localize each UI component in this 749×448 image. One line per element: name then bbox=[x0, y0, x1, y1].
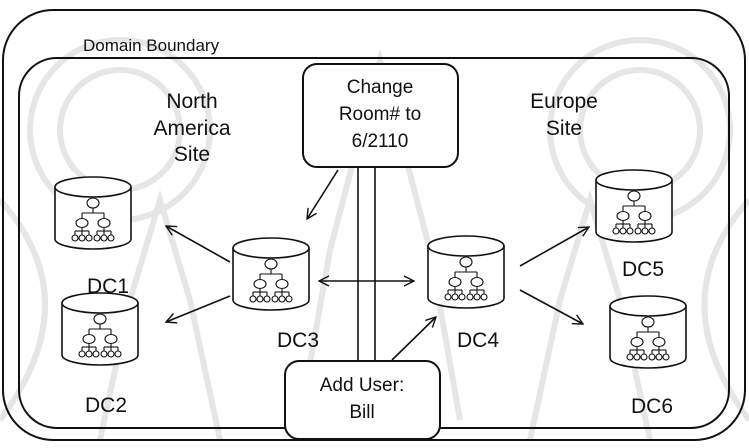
svg-text:Site: Site bbox=[174, 143, 210, 166]
svg-text:Room# to: Room# to bbox=[339, 104, 421, 125]
dc5-cylinder bbox=[596, 170, 672, 242]
replication-arrows bbox=[166, 170, 589, 360]
change-room-box: Change Room# to 6/2110 bbox=[303, 64, 458, 167]
arrow-change-to-dc3 bbox=[307, 170, 338, 219]
domain-boundary-label: Domain Boundary bbox=[83, 36, 220, 55]
svg-text:Site: Site bbox=[546, 117, 582, 140]
box-connector-lines bbox=[358, 167, 375, 361]
dc6-cylinder bbox=[610, 296, 686, 368]
add-user-box: Add User: Bill bbox=[285, 361, 440, 439]
svg-text:North: North bbox=[166, 90, 217, 113]
svg-text:Change: Change bbox=[347, 77, 414, 98]
dc6-label: DC6 bbox=[631, 395, 673, 418]
dc3-cylinder bbox=[233, 238, 309, 310]
dc4-label: DC4 bbox=[457, 329, 499, 352]
europe-site-label: Europe Site bbox=[530, 90, 598, 140]
arrow-adduser-to-dc4 bbox=[392, 317, 436, 360]
dc5-label: DC5 bbox=[622, 258, 664, 281]
arrow-dc3-to-dc2 bbox=[166, 296, 230, 322]
svg-text:Bill: Bill bbox=[349, 402, 374, 423]
dc4-cylinder bbox=[428, 236, 504, 308]
dc2-cylinder bbox=[62, 293, 138, 365]
dc1-cylinder bbox=[55, 177, 131, 249]
arrow-dc4-to-dc6 bbox=[520, 290, 583, 324]
svg-text:6/2110: 6/2110 bbox=[352, 131, 409, 152]
north-america-site-label: North America Site bbox=[153, 90, 230, 166]
svg-text:Europe: Europe bbox=[530, 90, 598, 113]
dc3-label: DC3 bbox=[277, 329, 319, 352]
svg-text:Add User:: Add User: bbox=[320, 375, 404, 396]
svg-text:America: America bbox=[153, 117, 230, 140]
dc1-label: DC1 bbox=[87, 275, 129, 298]
dc2-label: DC2 bbox=[85, 394, 127, 417]
